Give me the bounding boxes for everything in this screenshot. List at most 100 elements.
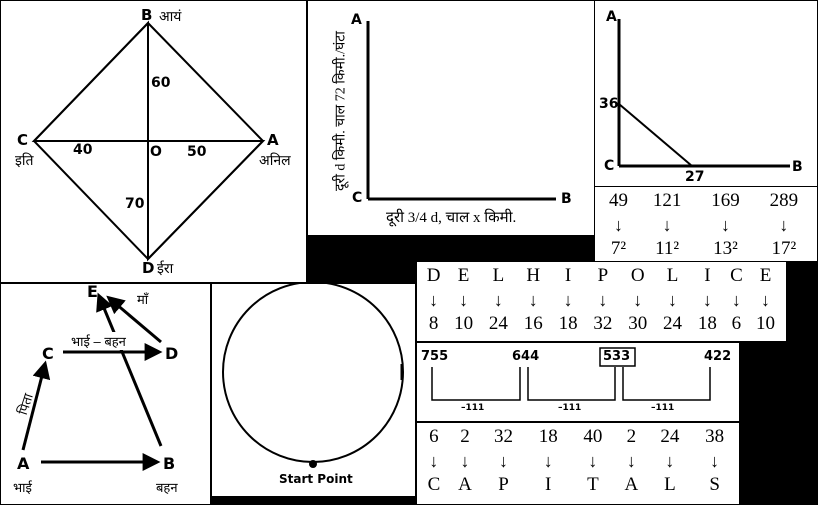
down-arrow: ↓	[429, 451, 439, 471]
number-cell: 18	[558, 313, 578, 334]
triangle-panel: A 36 C B 27	[595, 1, 817, 186]
down-arrow: ↓	[528, 290, 538, 310]
tri-b-label: B	[792, 159, 803, 175]
number-series-panel: 755 644 533 422 –111 –111 –111	[417, 343, 739, 421]
series-value: 422	[704, 349, 732, 364]
square-top-3: 289	[769, 190, 799, 211]
relation-behan: बहन	[156, 480, 178, 495]
letter-cell: A	[624, 474, 639, 495]
tri-27-value: 27	[685, 169, 705, 185]
node-b-label: B	[163, 454, 176, 473]
letter-cell: T	[587, 474, 599, 495]
square-bottom-1: 11²	[655, 238, 680, 259]
down-arrow: ↓	[459, 290, 469, 310]
letter-cell: L	[492, 265, 505, 286]
number-cell: 18	[538, 426, 558, 447]
vertex-b-name: आयं	[159, 8, 182, 24]
axes-figure	[366, 21, 556, 201]
letter-cell: I	[704, 265, 711, 286]
axis-b-label: B	[561, 191, 572, 207]
axis-a-label: A	[351, 12, 362, 28]
horizontal-axis-text: दूरी 3/4 d, चाल x किमी.	[386, 210, 517, 226]
top-distance: 60	[151, 75, 171, 91]
down-arrow: ↓	[499, 451, 508, 471]
letter-cell: P	[597, 265, 609, 286]
letter-cell: I	[545, 474, 552, 495]
down-arrow: ↓	[665, 451, 675, 471]
series-value-boxed: 533	[603, 349, 631, 364]
number-cell: 40	[583, 426, 603, 447]
tri-c-label: C	[604, 158, 615, 174]
number-cell: 24	[663, 313, 683, 334]
number-cell: 8	[428, 313, 439, 334]
down-arrow: ↓	[626, 451, 636, 471]
family-figure	[21, 292, 163, 471]
down-arrow: ↓	[720, 215, 730, 235]
relation-bhai-behan: भाई – बहन	[71, 332, 126, 350]
number-cell: 10	[454, 313, 474, 334]
down-arrow: ↓	[668, 290, 678, 310]
relation-bhai: भाई	[13, 480, 32, 495]
letter-cell: C	[730, 265, 743, 286]
diamond-panel: B आयं C इति A अनिल D ईरा O 60 40 50 70	[1, 1, 306, 282]
number-cell: 32	[494, 426, 513, 447]
series-difference: –111	[461, 403, 485, 413]
down-arrow: ↓	[662, 215, 672, 235]
number-cell: 2	[626, 426, 637, 447]
letter-cell: P	[498, 474, 509, 495]
number-cell: 6	[731, 313, 742, 334]
vertex-b-label: B	[141, 6, 153, 24]
series-difference: –111	[651, 403, 675, 413]
down-arrow: ↓	[588, 451, 598, 471]
square-bottom-3: 17²	[771, 238, 797, 259]
square-top-0: 49	[608, 190, 628, 211]
tri-36-value: 36	[599, 96, 619, 112]
letter-cell: E	[759, 265, 772, 286]
letter-cell: L	[664, 474, 676, 495]
letter-cell: L	[666, 265, 679, 286]
series-value: 755	[421, 349, 449, 364]
square-bottom-0: 7²	[610, 238, 627, 259]
number-cell: 10	[756, 313, 776, 334]
down-arrow: ↓	[598, 290, 608, 310]
letter-cell: C	[427, 474, 441, 495]
number-cell: 38	[705, 426, 725, 447]
squares-sequence: 49 121 169 289 ↓ ↓ ↓ ↓ 7² 11² 13² 17²	[599, 189, 813, 261]
number-cell: 6	[429, 426, 439, 447]
number-cell: 24	[660, 426, 680, 447]
down-arrow: ↓	[761, 290, 771, 310]
letter-cell: A	[458, 474, 472, 495]
down-arrow: ↓	[710, 451, 720, 471]
center-o-label: O	[150, 144, 162, 160]
vertex-a-label: A	[267, 131, 279, 149]
number-cell: 16	[523, 313, 543, 334]
vertex-c-label: C	[17, 131, 29, 149]
down-arrow: ↓	[633, 290, 643, 310]
circle-panel: Start Point	[212, 284, 415, 496]
axes-panel: A C B दूरी d किमी. चाल 72 किमी./घंटा दूर…	[308, 1, 594, 235]
node-e-label: E	[87, 284, 98, 301]
down-arrow: ↓	[779, 215, 789, 235]
vertical-axis-text: दूरी d किमी. चाल 72 किमी./घंटा	[333, 31, 349, 191]
left-distance: 40	[73, 142, 93, 158]
down-arrow: ↓	[460, 451, 470, 471]
vertex-d-name: ईरा	[157, 260, 174, 276]
bottom-distance: 70	[125, 196, 145, 212]
letter-cell: H	[526, 265, 541, 286]
node-c-label: C	[42, 344, 54, 363]
circle-figure	[222, 284, 404, 468]
vertex-a-name: अनिल	[259, 152, 291, 168]
family-panel: E माँ C D भाई – बहन पिता A B भाई बहन	[1, 284, 210, 504]
tri-a-label: A	[606, 9, 617, 25]
number-cell: 2	[460, 426, 470, 447]
down-arrow: ↓	[702, 290, 712, 310]
right-distance: 50	[187, 144, 207, 160]
vertex-d-label: D	[142, 259, 155, 277]
axis-c-label: C	[352, 190, 363, 206]
letter-cell: E	[457, 265, 470, 286]
square-top-1: 121	[652, 190, 682, 211]
down-arrow: ↓	[543, 451, 553, 471]
square-bottom-2: 13²	[713, 238, 738, 259]
delhi-police-sequence: D E L H I P O L I C E ↓ ↓ ↓ ↓ ↓ ↓ ↓ ↓	[421, 264, 783, 336]
letter-cell: I	[564, 265, 572, 286]
